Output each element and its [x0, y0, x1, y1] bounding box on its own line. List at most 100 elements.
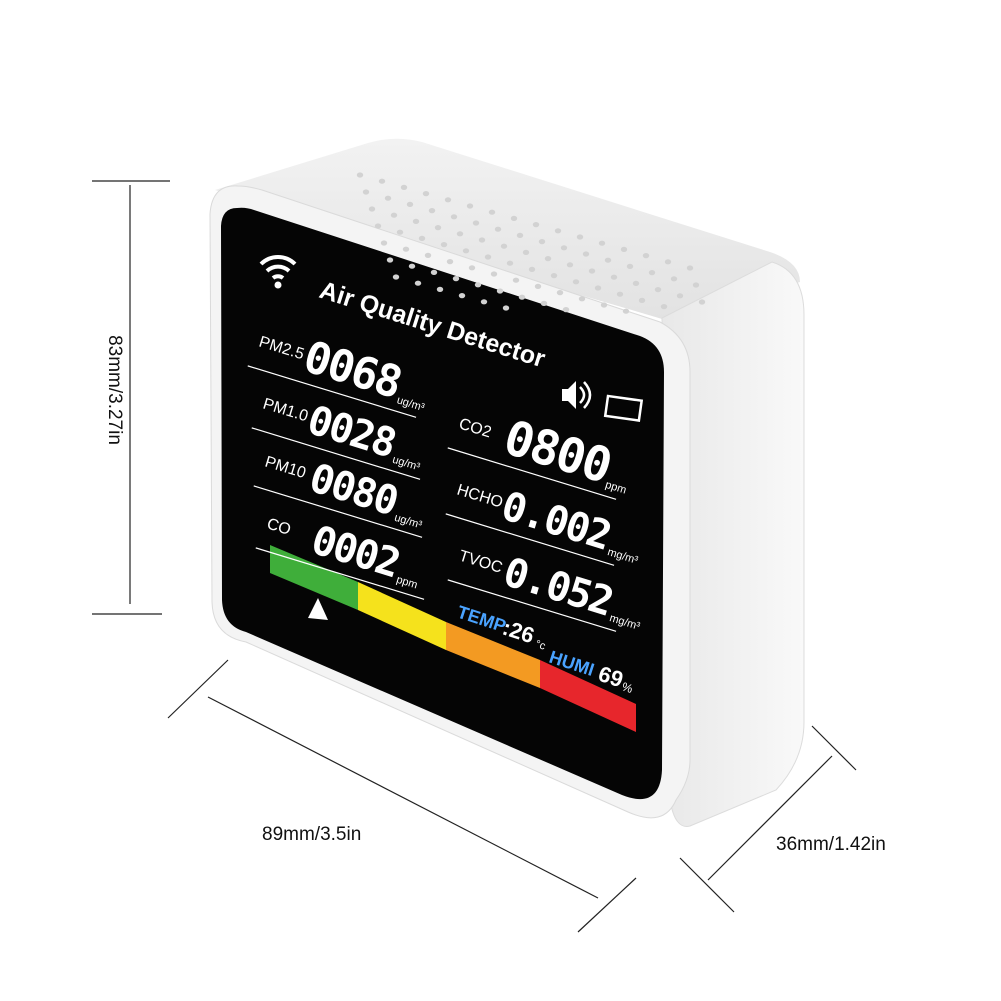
vent-hole: [500, 243, 508, 249]
separator-line: [253, 485, 423, 538]
humi-unit: %: [620, 679, 635, 696]
reading-unit: ppm: [604, 479, 628, 497]
separator-line: [251, 427, 421, 480]
vent-hole: [648, 270, 656, 276]
vent-hole: [502, 305, 510, 311]
vent-hole: [458, 293, 466, 299]
temp-unit: °c: [534, 638, 548, 653]
scale-segment: [540, 660, 636, 732]
vent-hole: [380, 240, 388, 246]
vent-hole: [414, 280, 422, 286]
vent-hole: [362, 189, 370, 195]
vent-hole: [554, 228, 562, 234]
vent-hole: [450, 214, 458, 220]
vent-hole: [408, 263, 416, 269]
vent-hole: [478, 237, 486, 243]
vent-hole: [572, 279, 580, 285]
vent-hole: [600, 302, 608, 308]
vent-hole: [396, 229, 404, 235]
separator-line: [447, 579, 617, 632]
vent-hole: [556, 290, 564, 296]
vent-hole: [566, 262, 574, 268]
height-dimension-label: 83mm/3.27in: [104, 335, 125, 445]
vent-hole: [576, 234, 584, 240]
vent-hole: [550, 273, 558, 279]
reading-label: CO: [265, 516, 293, 539]
vent-hole: [582, 251, 590, 257]
aqi-color-scale: [270, 545, 636, 732]
vent-hole: [626, 263, 634, 269]
vent-hole: [392, 274, 400, 280]
speaker-icon: [562, 381, 592, 409]
vent-hole: [660, 304, 668, 310]
vent-hole: [654, 287, 662, 293]
vent-hole: [446, 259, 454, 265]
vent-hole: [638, 297, 646, 303]
vent-hole: [430, 269, 438, 275]
vent-hole: [488, 209, 496, 215]
vent-hole: [510, 215, 518, 221]
vent-hole: [418, 235, 426, 241]
lcd-screen: [221, 207, 664, 800]
vent-hole: [490, 271, 498, 277]
vent-hole: [436, 286, 444, 292]
vent-hole: [610, 274, 618, 280]
vent-hole: [422, 191, 430, 197]
battery-icon: [603, 394, 644, 422]
vent-hole: [698, 299, 706, 305]
vent-holes: [356, 172, 706, 314]
vent-hole: [532, 222, 540, 228]
vent-hole: [402, 246, 410, 252]
vent-hole: [424, 252, 432, 258]
vent-hole: [578, 296, 586, 302]
vent-hole: [642, 253, 650, 259]
vent-hole: [506, 260, 514, 266]
vent-hole: [406, 201, 414, 207]
vent-hole: [484, 254, 492, 260]
vent-hole: [480, 299, 488, 305]
vent-hole: [468, 265, 476, 271]
vent-hole: [462, 248, 470, 254]
vent-hole: [400, 184, 408, 190]
vent-hole: [456, 231, 464, 237]
wifi-icon: [259, 254, 297, 289]
separator-line: [255, 547, 425, 600]
separator-line: [447, 447, 617, 500]
vent-hole: [440, 242, 448, 248]
vent-hole: [632, 280, 640, 286]
level-indicator-triangle-icon: [308, 598, 328, 620]
vent-hole: [588, 268, 596, 274]
scale-segment: [358, 582, 446, 650]
vent-hole: [452, 276, 460, 282]
vent-hole: [434, 225, 442, 231]
vent-hole: [444, 197, 452, 203]
vent-hole: [466, 203, 474, 209]
vent-hole: [496, 288, 504, 294]
reading-unit: ppm: [395, 574, 419, 592]
vent-hole: [620, 246, 628, 252]
vent-hole: [616, 291, 624, 297]
vent-hole: [412, 218, 420, 224]
vent-hole: [472, 220, 480, 226]
scale-segment: [270, 545, 358, 610]
width-dimension-label: 89mm/3.5in: [262, 824, 362, 845]
depth-dimension-label: 36mm/1.42in: [776, 834, 886, 855]
vent-hole: [474, 282, 482, 288]
vent-hole: [368, 206, 376, 212]
vent-hole: [518, 294, 526, 300]
vent-hole: [604, 257, 612, 263]
vent-hole: [384, 195, 392, 201]
scale-segment: [446, 622, 540, 688]
vent-hole: [560, 245, 568, 251]
vent-hole: [670, 276, 678, 282]
vent-hole: [374, 223, 382, 229]
vent-hole: [664, 259, 672, 265]
vent-hole: [594, 285, 602, 291]
vent-hole: [692, 282, 700, 288]
vent-hole: [534, 283, 542, 289]
vent-hole: [390, 212, 398, 218]
vent-hole: [386, 257, 394, 263]
vent-hole: [676, 293, 684, 299]
vent-hole: [540, 300, 548, 306]
